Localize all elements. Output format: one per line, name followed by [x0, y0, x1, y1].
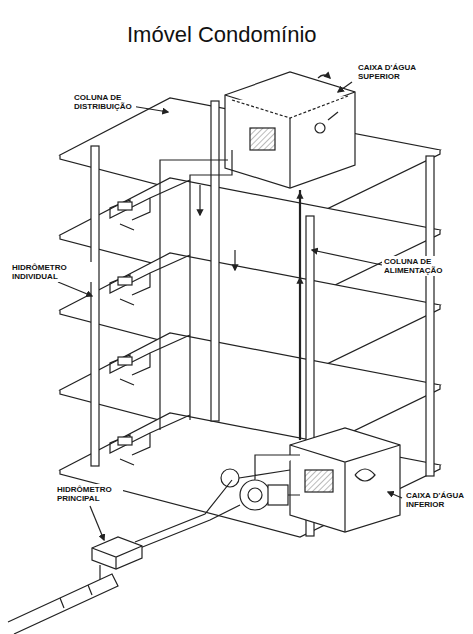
- callout-label: CAIXA D'ÁGUA SUPERIOR: [356, 62, 428, 82]
- street-pipe: [8, 574, 118, 634]
- individual-meter: [118, 437, 132, 445]
- callout-label: COLUNA DE ALIMENTAÇÃO: [382, 256, 466, 276]
- apartment-pipe: [110, 180, 190, 230]
- building-column: [426, 156, 434, 476]
- building-column: [91, 146, 99, 466]
- diagram-title: Imóvel Condomínio: [127, 22, 317, 48]
- pump: [221, 455, 300, 510]
- apartment-pipe: [110, 255, 190, 305]
- apartment-pipe: [110, 335, 190, 385]
- individual-meter: [118, 357, 132, 365]
- individual-meter: [118, 277, 132, 285]
- callout-label: HIDRÔMETRO PRINCIPAL: [55, 484, 123, 504]
- building-column: [211, 101, 219, 421]
- lower-tank: [290, 428, 400, 532]
- apartment-pipe: [110, 415, 190, 465]
- callout-label: CAIXA D'ÁGUA INFERIOR: [404, 490, 468, 510]
- callout-label: COLUNA DE DISTRIBUIÇÃO: [72, 92, 136, 112]
- individual-meter: [118, 202, 132, 210]
- main-meter: [92, 537, 142, 569]
- upper-tank: [225, 72, 355, 188]
- callout-label: HIDRÔMETRO INDIVIDUAL: [10, 262, 92, 282]
